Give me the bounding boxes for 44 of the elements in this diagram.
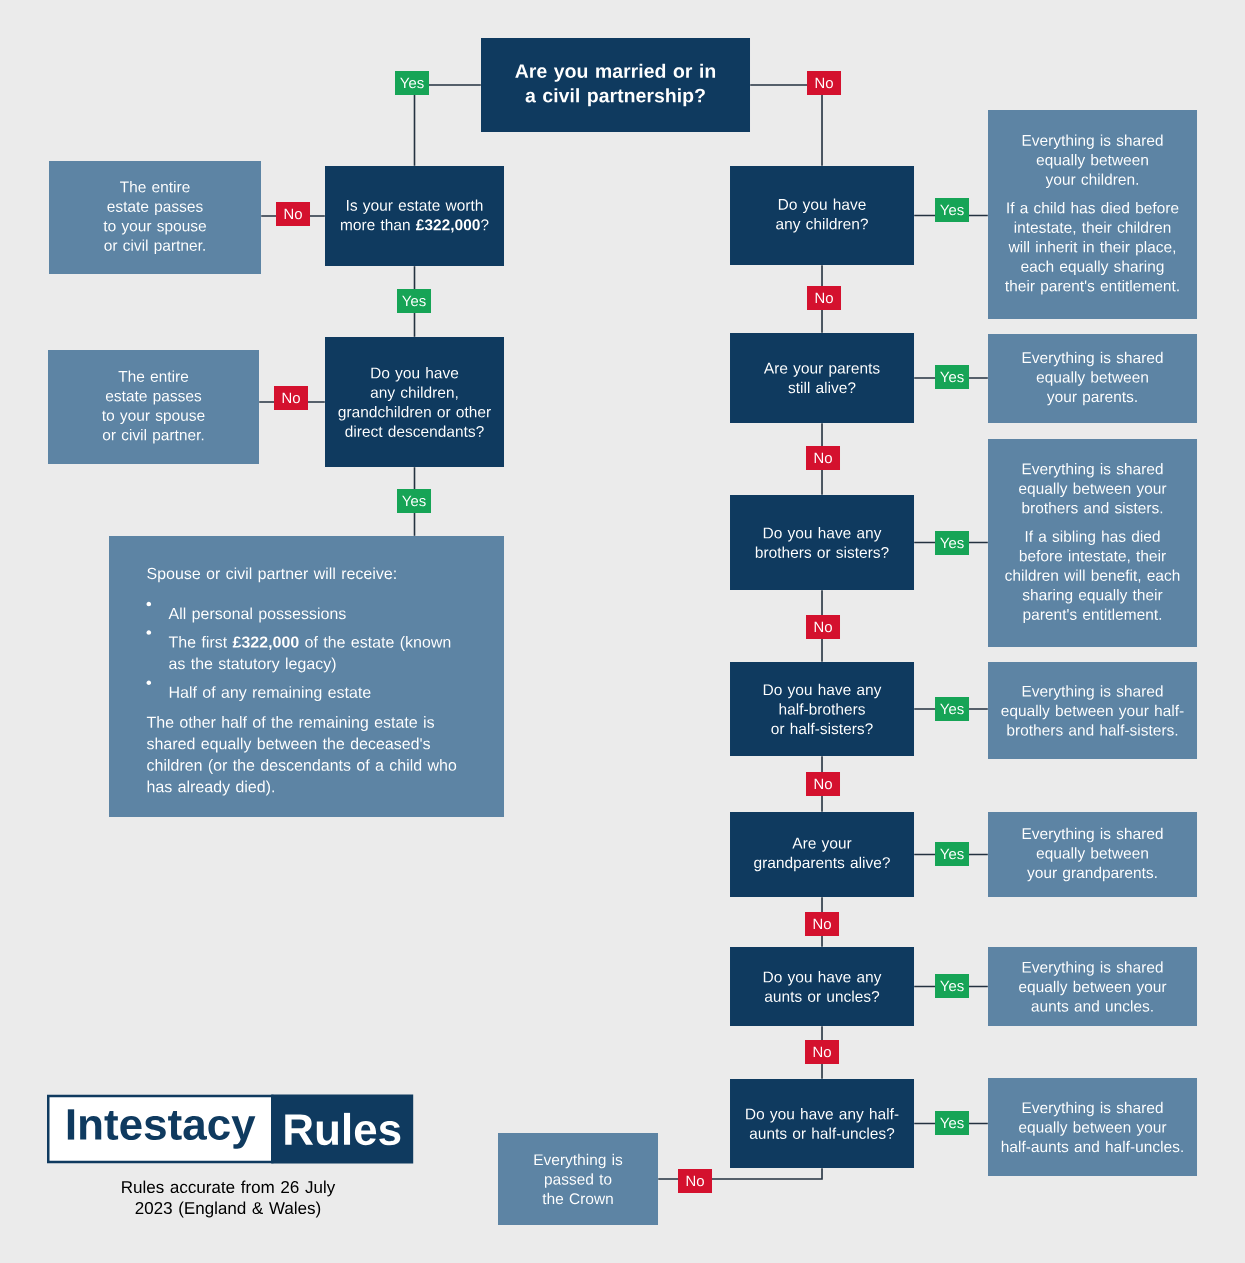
edge-label: No: [806, 615, 840, 639]
outcome-box: Everything is shared equally between your half-brothers and half-sisters.: [988, 662, 1197, 759]
title-box: Intestacy: [47, 1094, 274, 1164]
question-box: Are your grandparents alive?: [730, 812, 914, 897]
edge-label: Yes: [935, 974, 969, 998]
outcome-box: Everything is shared equally between your brothers and sisters. If a sibling has died before intestate, their children will benefit, each sharing equally their parent's entitlement.: [988, 439, 1197, 647]
question-box: Are you married or in a civil partnership?: [481, 38, 750, 132]
edge-label: No: [807, 286, 841, 310]
outcome-box: Everything is shared equally between your parents.: [988, 334, 1197, 423]
edge-label: No: [807, 71, 841, 95]
edge-label: No: [274, 386, 308, 410]
title-box: Rules: [271, 1094, 414, 1164]
outcome-box: The entire estate passes to your spouse or civil partner.: [49, 161, 261, 274]
outcome-box: Everything is shared equally between your half-aunts and half-uncles.: [988, 1078, 1197, 1176]
edge-label: No: [678, 1169, 712, 1193]
edge-label: No: [805, 912, 839, 936]
edge-label: No: [806, 772, 840, 796]
edge-label: No: [805, 1040, 839, 1064]
question-box: Are your parents still alive?: [730, 333, 914, 423]
edge-label: Yes: [397, 289, 431, 313]
edge-label: Yes: [935, 697, 969, 721]
question-box: Do you have any half-aunts or half-uncles?: [730, 1079, 914, 1168]
edge-label: No: [276, 202, 310, 226]
edge-label: Yes: [935, 842, 969, 866]
edge-label: Yes: [935, 531, 969, 555]
question-box: Is your estate worth more than £322,000?: [325, 166, 504, 266]
edge-label: Yes: [935, 1111, 969, 1135]
edge-label: No: [806, 446, 840, 470]
question-box: Do you have any brothers or sisters?: [730, 495, 914, 590]
edge-label: Yes: [935, 365, 969, 389]
question-box: Do you have any half-brothers or half-sisters?: [730, 662, 914, 756]
outcome-box: Everything is shared equally between your aunts and uncles.: [988, 947, 1197, 1026]
question-box: Do you have any children, grandchildren or other direct descendants?: [325, 337, 504, 467]
outcome-box: The entire estate passes to your spouse or civil partner.: [48, 350, 259, 464]
edge-label: Yes: [935, 198, 969, 222]
outcome-box: Everything is passed to the Crown: [498, 1133, 658, 1225]
caption: Rules accurate from 26 July 2023 (England & Wales): [122, 1180, 336, 1218]
edge-label: Yes: [395, 71, 429, 95]
question-box: Do you have any aunts or uncles?: [730, 947, 914, 1026]
outcome-box: Everything is shared equally between your grandparents.: [988, 812, 1197, 897]
outcome-box: Spouse or civil partner will receive: All personal possessions The first £322,000 of the estate (known as the statutory legacy) Half of any remaining estate The other half of the remaining estate is shared equally between the deceased's children (or the descendants of a child who has already died).: [109, 536, 504, 817]
edge-label: Yes: [397, 489, 431, 513]
question-box: Do you have any children?: [730, 166, 914, 265]
outcome-box: Everything is shared equally between your children. If a child has died before intestate, their children will inherit in their place, each equally sharing their parent's entitlement.: [988, 110, 1197, 319]
